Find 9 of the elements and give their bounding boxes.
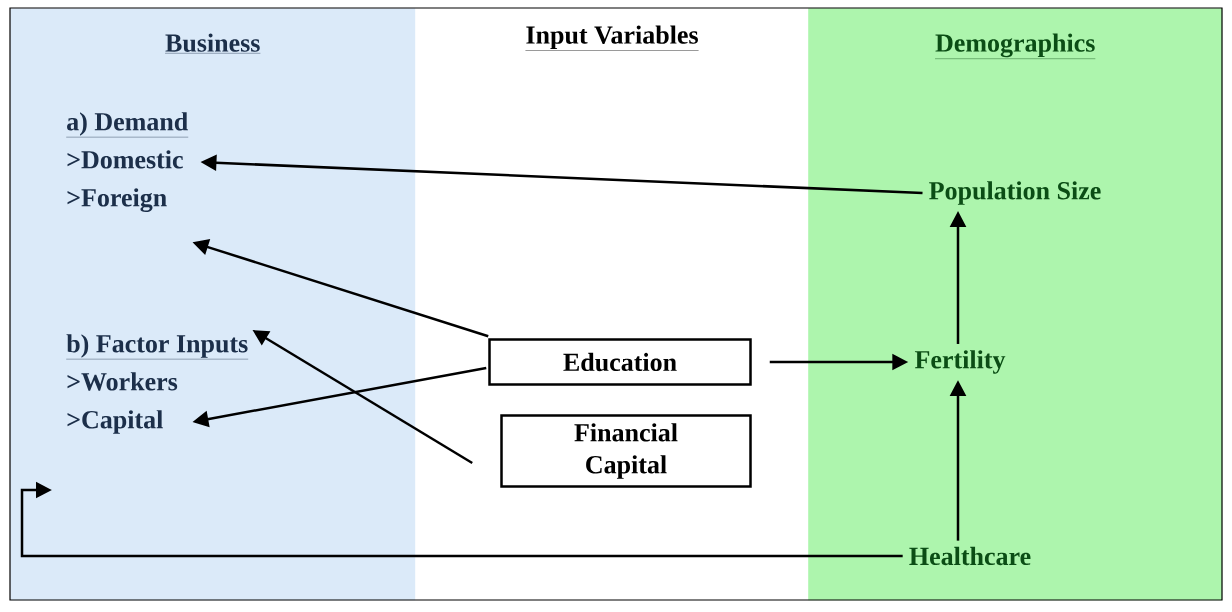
- text-list: b) Factor Inputs >Workers >Capital: [66, 334, 249, 434]
- arrow: [20, 481, 903, 558]
- text-list: a) Demand >Domestic >Foreign: [66, 112, 189, 212]
- process-box: Education: [488, 338, 752, 386]
- column-heading: Input Variables: [525, 25, 699, 51]
- node-label: Population Size: [929, 181, 1101, 205]
- node-label: Healthcare: [909, 546, 1031, 566]
- node-label: Fertility: [914, 350, 1006, 374]
- process-box: Financial Capital: [500, 414, 752, 488]
